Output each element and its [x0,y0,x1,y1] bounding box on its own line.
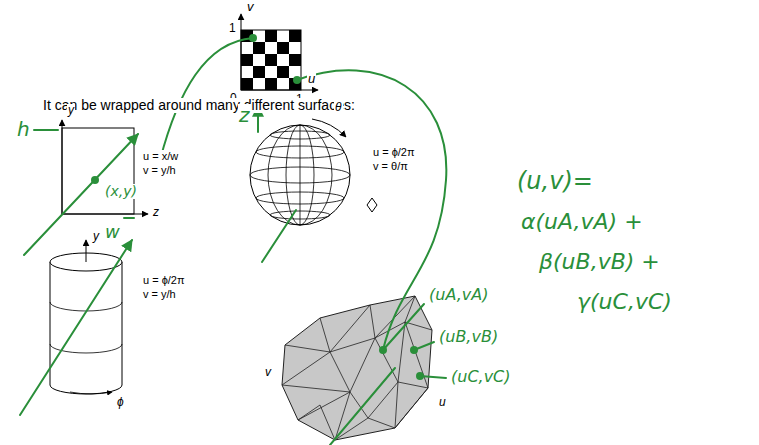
checker-square [289,30,301,42]
vertex-uv-label: (uC,vC) [450,368,512,386]
checker-square [265,54,277,66]
barycentric-formula: β(uB,vB) + [538,250,661,274]
barycentric-formula: α(uA,vA) + [520,210,644,234]
mapping-formula: u = ϕ/2π [142,274,186,286]
angle-label: θ [334,101,343,114]
checkerboard-texture [241,14,318,90]
z-axis [62,214,148,215]
checker-square [289,78,301,90]
view-ray [262,210,296,262]
cylinder-figure [50,240,122,394]
mapping-formula: v = y/h [142,288,177,300]
leader-line [383,304,424,350]
width-mark [124,217,134,219]
handwritten-annotations [20,35,446,445]
cylinder-band [50,302,122,311]
handwritten-note: z [238,104,251,126]
slide-text: It can be wrapped around many different … [42,98,356,113]
phi-marker [367,198,377,212]
vertex-dot [380,347,386,353]
axis-label: u [438,396,447,409]
view-ray [20,240,132,415]
height-mark [34,129,58,131]
checker-square [277,42,289,54]
mesh-outline [282,296,432,440]
checker-square [253,66,265,78]
vertex-uv-label: (uB,vB) [438,328,499,346]
vertex-uv-label: (uA,vA) [428,286,489,304]
checker-square [241,54,253,66]
axis-label: v [246,0,255,14]
sample-dot [92,177,98,183]
checker-square [289,54,301,66]
mapping-formula: u = ϕ/2π [372,146,416,158]
handwritten-note: h [16,118,31,140]
theta-arrow [312,119,346,137]
tick-label: 1 [228,22,237,35]
y-axis [62,120,63,214]
triangle-mesh [282,296,432,440]
barycentric-formula: γ(uC,vC) [576,290,673,314]
checker-square [253,42,265,54]
cylinder-body [50,262,122,394]
view-ray [330,368,395,445]
longitude-line [268,125,332,225]
plane [62,128,134,214]
sample-dot [294,77,300,83]
checker-square [241,78,253,90]
sphere-figure [250,119,377,225]
longitude-line [300,125,301,225]
handwritten-note: (x,y) [104,184,138,199]
checker-square [265,78,277,90]
vertex-dot [417,373,423,379]
mapping-formula: v = θ/π [372,160,409,172]
longitude-line [286,125,314,225]
axis-label: y [67,104,75,117]
angle-label: ϕ [116,396,125,409]
checker-square [265,30,277,42]
phi-arrow [70,392,112,394]
v-axis [241,14,242,90]
mesh-edges [282,296,432,440]
mapping-formula: v = y/h [142,164,177,176]
handwritten-note: w [104,222,121,242]
mapping-formula: u = x/w [142,150,179,162]
sphere-outline [250,125,350,225]
barycentric-formula: (u,v)= [516,168,594,194]
texture-frame [241,30,301,90]
axis-label: z [152,206,160,219]
axis-label: u [307,72,316,86]
checker-square [277,66,289,78]
vertex-dot [411,347,417,353]
sample-dot [250,35,256,41]
y-axis [86,240,87,262]
axis-label: v [264,366,272,379]
u-axis [241,90,318,91]
axis-label: y [92,230,100,243]
view-ray [24,134,138,255]
